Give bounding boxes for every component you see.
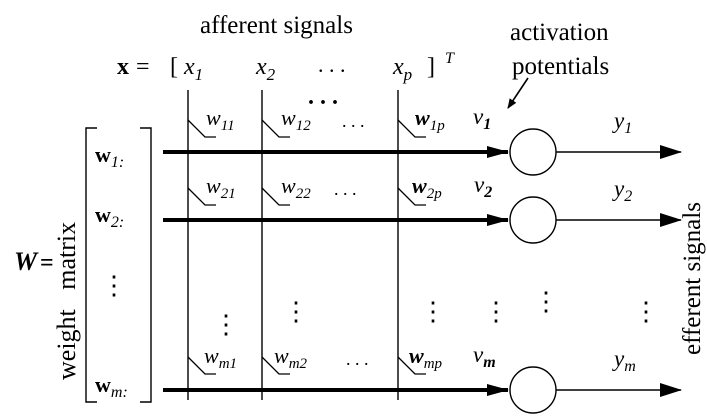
neuron-row-1: w11 w12 . . . w1p v1 y1 xyxy=(163,104,682,176)
wm2-tick xyxy=(261,356,290,375)
ym-label: ym xyxy=(612,346,636,375)
x-input-2: x2 xyxy=(255,54,276,84)
w-row-m-label: wm: xyxy=(95,372,128,401)
activation-pointer-arrow xyxy=(507,77,529,109)
W-equals: = xyxy=(40,250,54,276)
vdots-col-2: ⋮ xyxy=(283,297,309,326)
efferent-signals-label: efferent signals xyxy=(679,202,706,355)
afferent-signals-label: afferent signals xyxy=(200,12,353,39)
w2p-tick xyxy=(397,187,426,206)
activation-label-line1: activation xyxy=(510,19,609,46)
x-input-p: xp xyxy=(392,54,412,84)
w1p-tick xyxy=(397,119,426,138)
W-symbol: W xyxy=(14,247,39,276)
row-2-dots: . . . xyxy=(334,179,357,199)
w12-label: w12 xyxy=(281,105,311,134)
row-1-dots: . . . xyxy=(342,111,365,131)
middle-vdots: ⋮ ⋮ ⋮ ⋮ ⋮ ⋮ xyxy=(213,287,659,339)
w-row-1-label: w1: xyxy=(95,142,124,171)
neuron-row-2: w21 w22 . . . w2p v2 y2 xyxy=(163,172,682,244)
x-vector-equals: = xyxy=(136,54,150,80)
wm1-tick xyxy=(187,356,216,375)
activation-label-line2: potentials xyxy=(512,53,609,80)
neuron-row-m: wm1 wm2 . . . wmp vm ym xyxy=(163,342,682,414)
open-bracket: [ xyxy=(170,54,178,80)
w21-label: w21 xyxy=(206,173,236,202)
weight-matrix-label: weight matrix xyxy=(52,222,81,380)
w-row-vdots: ⋮ xyxy=(101,271,127,300)
matrix-left-bracket xyxy=(85,127,97,403)
w11-tick xyxy=(187,119,216,138)
vdots-y: ⋮ xyxy=(633,297,659,326)
w22-label: w22 xyxy=(281,173,311,202)
w12-tick xyxy=(261,119,290,138)
w2p-label: w2p xyxy=(412,173,442,202)
input-vector: x = [ x1 x2 . . . xp ] T xyxy=(117,50,455,84)
transpose-symbol: T xyxy=(445,50,455,67)
wmp-label: wmp xyxy=(409,343,443,372)
top-dots: . . . xyxy=(308,84,338,110)
w1p-label: w1p xyxy=(415,105,445,134)
vm-label: vm xyxy=(473,342,496,371)
row-m-dots: . . . xyxy=(346,349,369,369)
v1-label: v1 xyxy=(473,104,491,133)
vdots-v: ⋮ xyxy=(483,297,509,326)
w22-tick xyxy=(261,187,290,206)
wm1-label: wm1 xyxy=(204,343,237,372)
vdots-neuron: ⋮ xyxy=(533,287,559,316)
x-vector-symbol: x xyxy=(117,54,129,80)
wm2-label: wm2 xyxy=(274,343,308,372)
x-ellipsis: . . . xyxy=(318,52,346,77)
x-input-1: x1 xyxy=(183,54,203,84)
neuron-1 xyxy=(509,128,557,176)
w11-label: w11 xyxy=(206,105,235,134)
w21-tick xyxy=(187,187,216,206)
neuron-2 xyxy=(509,196,557,244)
vdots-col-1: ⋮ xyxy=(213,310,239,339)
vdots-col-p: ⋮ xyxy=(420,297,446,326)
w-row-2-label: w2: xyxy=(95,202,124,231)
y2-label: y2 xyxy=(612,176,632,205)
close-bracket: ] xyxy=(427,54,435,80)
neuron-m xyxy=(509,366,557,414)
v2-label: v2 xyxy=(474,172,492,201)
wmp-tick xyxy=(397,356,426,375)
y1-label: y1 xyxy=(612,108,632,137)
matrix-right-bracket xyxy=(140,127,152,403)
